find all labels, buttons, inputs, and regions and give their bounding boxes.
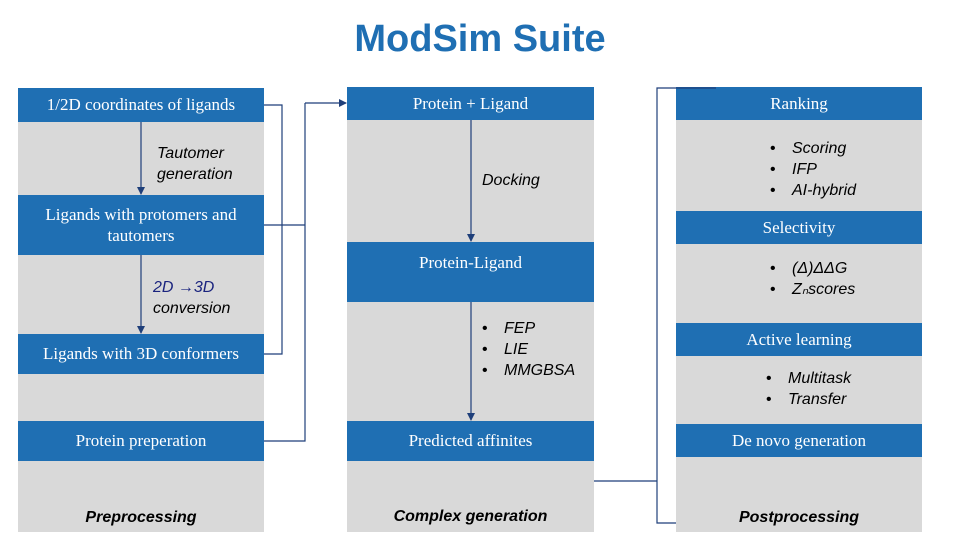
bullet-text: AI-hybrid: [792, 182, 857, 199]
postprocessing-label: Postprocessing: [738, 509, 860, 526]
page-title: ModSim Suite: [354, 18, 606, 60]
bullet-item: • LIE: [482, 339, 575, 360]
bullet-icon: •: [770, 182, 776, 199]
bullet-text: IFP: [792, 161, 817, 178]
protein-prep-link: [264, 103, 306, 442]
protein-plus-ligand-box: Protein + Ligand: [347, 87, 594, 120]
bullet-icon: •: [770, 161, 776, 178]
ligand-coordinates-box: 1/2D coordinates of ligands: [18, 88, 264, 122]
bullet-item: • AI-hybrid: [770, 180, 856, 201]
bullet-text: FEP: [504, 320, 536, 337]
protein-preparation-box: Protein preperation: [18, 421, 264, 461]
bullet-icon: •: [482, 320, 488, 337]
bullet-item: • IFP: [770, 159, 856, 180]
postprocessing-panel: [676, 87, 922, 532]
3d-conformers-box: Ligands with 3D conformers: [18, 334, 264, 374]
active-learning-items-list: • Multitask • Transfer: [766, 368, 851, 410]
postprocessing-bracket: [656, 87, 716, 524]
3d-conversion-step: 2D →3D conversion: [153, 278, 230, 320]
bullet-text: Scoring: [792, 140, 847, 157]
bullet-text: LIE: [504, 341, 529, 358]
bullet-text: Zₙscores: [792, 281, 856, 298]
bullet-item: • Multitask: [766, 368, 851, 389]
step-label-line: generation: [157, 165, 233, 183]
bullet-item: • Zₙscores: [770, 279, 855, 300]
step-label-line: 2D →3D: [153, 279, 215, 296]
bullet-icon: •: [766, 391, 772, 408]
step-label-line: Tautomer: [157, 145, 224, 162]
bullet-item: • (Δ)ΔΔG: [770, 258, 855, 279]
step-label-line: conversion: [153, 299, 231, 317]
bullet-icon: •: [482, 341, 488, 358]
bullet-icon: •: [770, 260, 776, 277]
bullet-icon: •: [770, 140, 776, 157]
bullet-item: • Scoring: [770, 138, 856, 159]
predicted-affinities-box: Predicted affinites: [347, 421, 594, 461]
bullet-text: Multitask: [788, 370, 852, 387]
de-novo-generation-header: De novo generation: [676, 424, 922, 457]
bullet-icon: •: [766, 370, 772, 387]
bullet-icon: •: [482, 362, 488, 379]
bullet-item: • MMGBSA: [482, 360, 575, 381]
complex-generation-label: Complex generation: [393, 508, 548, 525]
docking-step: Docking: [482, 172, 540, 189]
scoring-methods-list: • FEP • LIE • MMGBSA: [482, 318, 575, 381]
selectivity-items-list: • (Δ)ΔΔG • Zₙscores: [770, 258, 855, 300]
bullet-text: (Δ)ΔΔG: [792, 260, 848, 277]
tautomer-generation-step: Tautomer generation: [157, 144, 233, 186]
protomers-tautomers-box: Ligands with protomers and tautomers: [18, 195, 264, 255]
active-learning-header: Active learning: [676, 323, 922, 356]
bullet-text: Transfer: [788, 391, 847, 408]
preprocessing-label: Preprocessing: [85, 509, 197, 526]
protein-ligand-complex-box: Protein-Ligand: [347, 242, 594, 302]
bullet-item: • FEP: [482, 318, 575, 339]
bullet-item: • Transfer: [766, 389, 851, 410]
bullet-icon: •: [770, 281, 776, 298]
ranking-header: Ranking: [676, 87, 922, 120]
selectivity-header: Selectivity: [676, 211, 922, 244]
bullet-text: MMGBSA: [504, 362, 576, 379]
ligand-bracket: [264, 104, 283, 355]
ranking-items-list: • Scoring • IFP • AI-hybrid: [770, 138, 856, 201]
